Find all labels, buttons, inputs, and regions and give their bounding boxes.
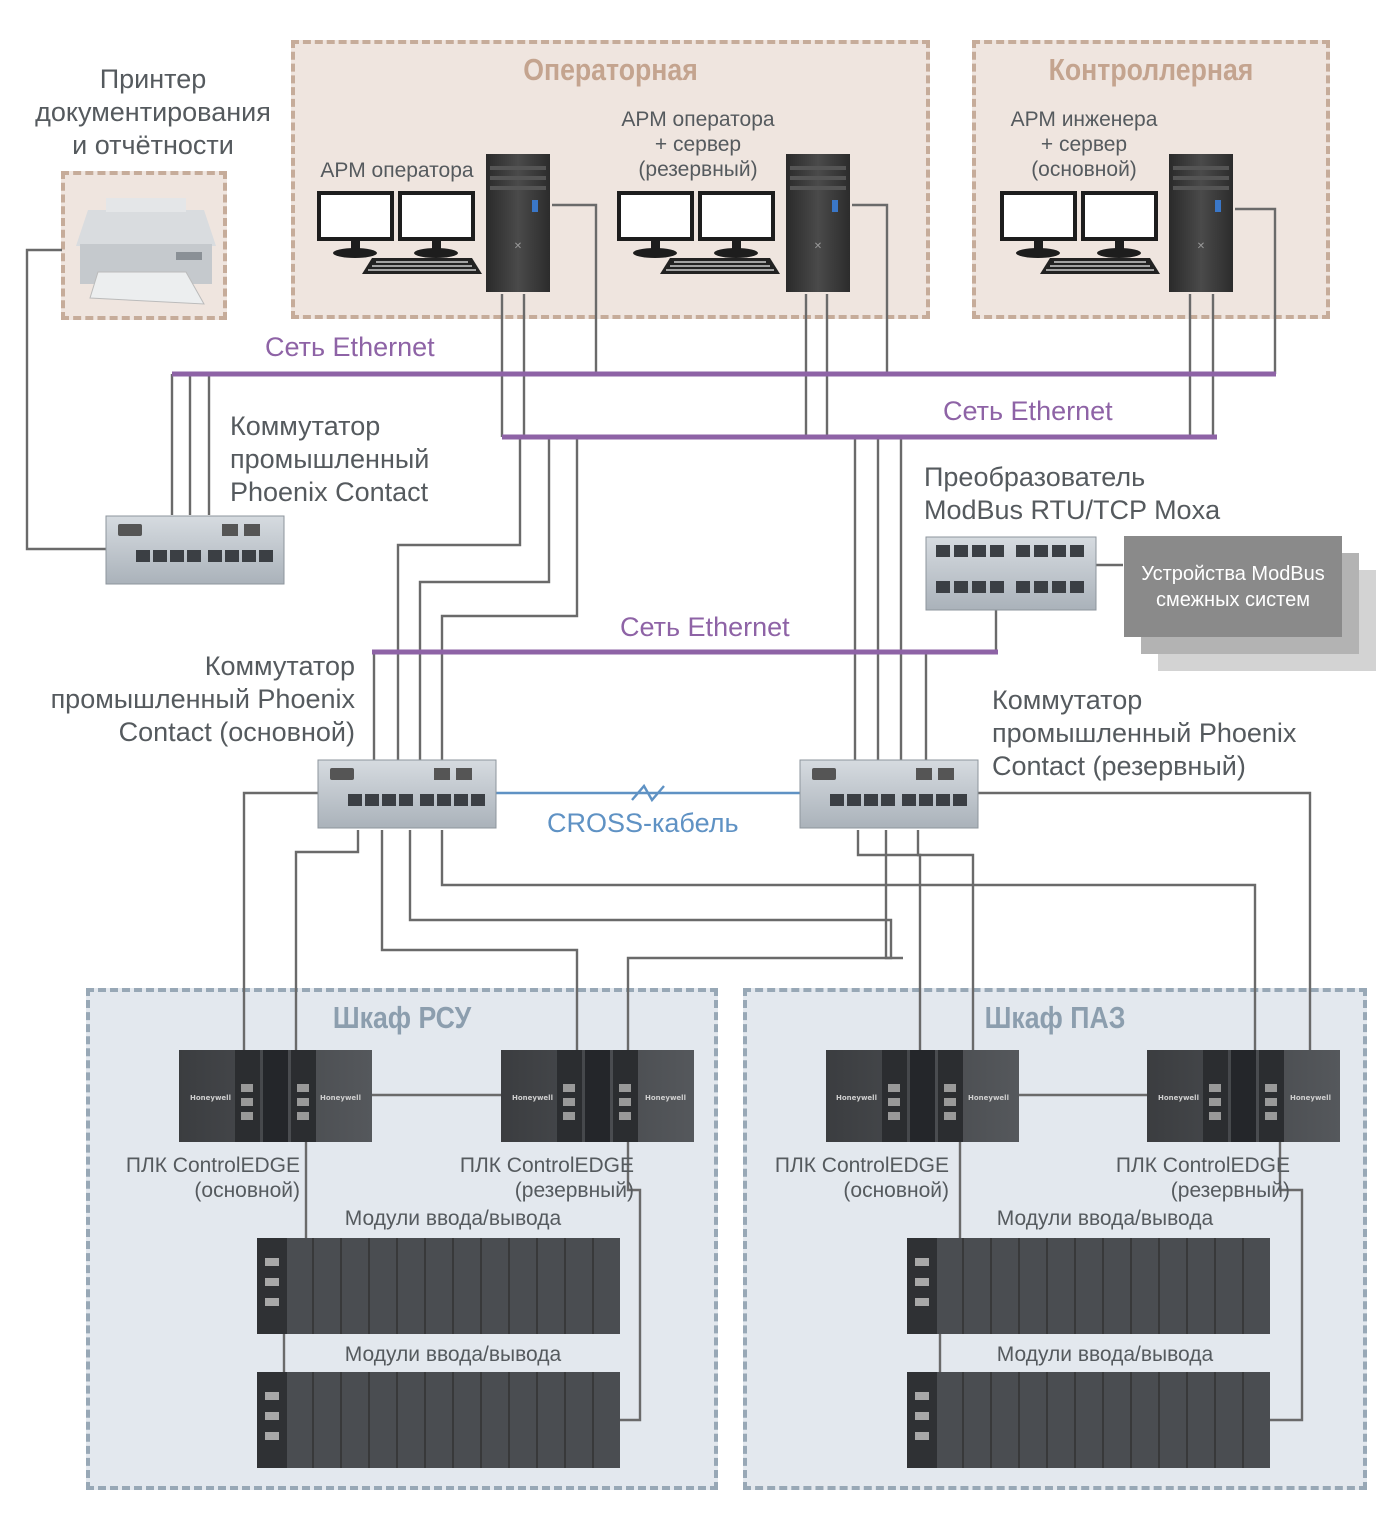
ethernet-buses: [172, 371, 1276, 655]
printer-label: Принтер документирования и отчётности: [35, 64, 271, 160]
plc-brand: Honeywell: [320, 1094, 361, 1102]
operator-ws-server-label: АРМ оператора + сервер (резервный): [621, 108, 775, 181]
monitor-icon: [617, 191, 694, 258]
converter-icon: [925, 536, 1097, 611]
plc-brand: Honeywell: [1158, 1094, 1199, 1102]
io-module-icon: [906, 1237, 1271, 1335]
switch-icon: [317, 759, 497, 829]
pc-tower-icon: [786, 154, 850, 292]
pc-tower-icon: [1169, 154, 1233, 292]
io-dcs-2-label: Модули ввода/вывода: [344, 1343, 562, 1366]
monitor-icon: [317, 191, 394, 258]
plc-brand: Honeywell: [836, 1094, 877, 1102]
pc-tower-icon: [486, 154, 550, 292]
monitor-icon: [698, 191, 775, 258]
cross-cable-label: CROSS-кабель: [547, 808, 739, 838]
modbus-devices-box: Устройства ModBus смежных систем: [1124, 536, 1342, 637]
cross-cable-line: [496, 783, 800, 803]
plc-esd-reserve-label: ПЛК ControlEDGE (резервный): [1115, 1154, 1290, 1202]
plc-brand: Honeywell: [190, 1094, 231, 1102]
switch-icon: [799, 759, 979, 829]
grey-wires: [25, 203, 1312, 1422]
plc-brand: Honeywell: [645, 1094, 686, 1102]
io-module-icon: [256, 1237, 621, 1335]
io-esd-2-label: Модули ввода/вывода: [996, 1343, 1214, 1366]
ethernet-label-1: Сеть Ethernet: [265, 332, 435, 362]
plc-brand: Honeywell: [1290, 1094, 1331, 1102]
plc-brand: Honeywell: [968, 1094, 1009, 1102]
io-module-icon: [906, 1371, 1271, 1469]
monitor-icon: [1081, 191, 1158, 258]
switch-top-label: Коммутатор промышленный Phoenix Contact: [230, 411, 430, 507]
switch-main-label: Коммутатор промышленный Phoenix Contact …: [50, 651, 355, 747]
zone-title: Шкаф ПАЗ: [984, 1000, 1126, 1035]
monitor-icon: [1000, 191, 1077, 258]
plc-dcs-main-label: ПЛК ControlEDGE (основной): [125, 1154, 300, 1202]
printer-icon: [76, 198, 216, 305]
zone-title: Контроллерная: [1048, 52, 1254, 87]
keyboard-icon: [361, 257, 483, 275]
plc-dcs-reserve-label: ПЛК ControlEDGE (резервный): [459, 1154, 634, 1202]
keyboard-icon: [659, 257, 781, 275]
ethernet-label-3: Сеть Ethernet: [620, 612, 790, 642]
plc-brand: Honeywell: [512, 1094, 553, 1102]
switch-icon: [105, 515, 285, 585]
engineer-ws-server-label: АРМ инженера + сервер (основной): [1010, 108, 1158, 181]
io-module-icon: [256, 1371, 621, 1469]
zone-title: Операторная: [523, 52, 698, 87]
plc-esd-main-label: ПЛК ControlEDGE (основной): [774, 1154, 949, 1202]
keyboard-icon: [1039, 257, 1161, 275]
monitor-icon: [398, 191, 475, 258]
converter-label: Преобразователь ModBus RTU/TCP Moxa: [924, 462, 1221, 525]
ethernet-label-2: Сеть Ethernet: [943, 396, 1113, 426]
io-dcs-1-label: Модули ввода/вывода: [344, 1207, 562, 1230]
io-esd-1-label: Модули ввода/вывода: [996, 1207, 1214, 1230]
operator-ws-label: АРМ оператора: [320, 159, 474, 182]
switch-reserve-label: Коммутатор промышленный Phoenix Contact …: [992, 685, 1297, 781]
zone-title: Шкаф РСУ: [332, 1000, 472, 1035]
